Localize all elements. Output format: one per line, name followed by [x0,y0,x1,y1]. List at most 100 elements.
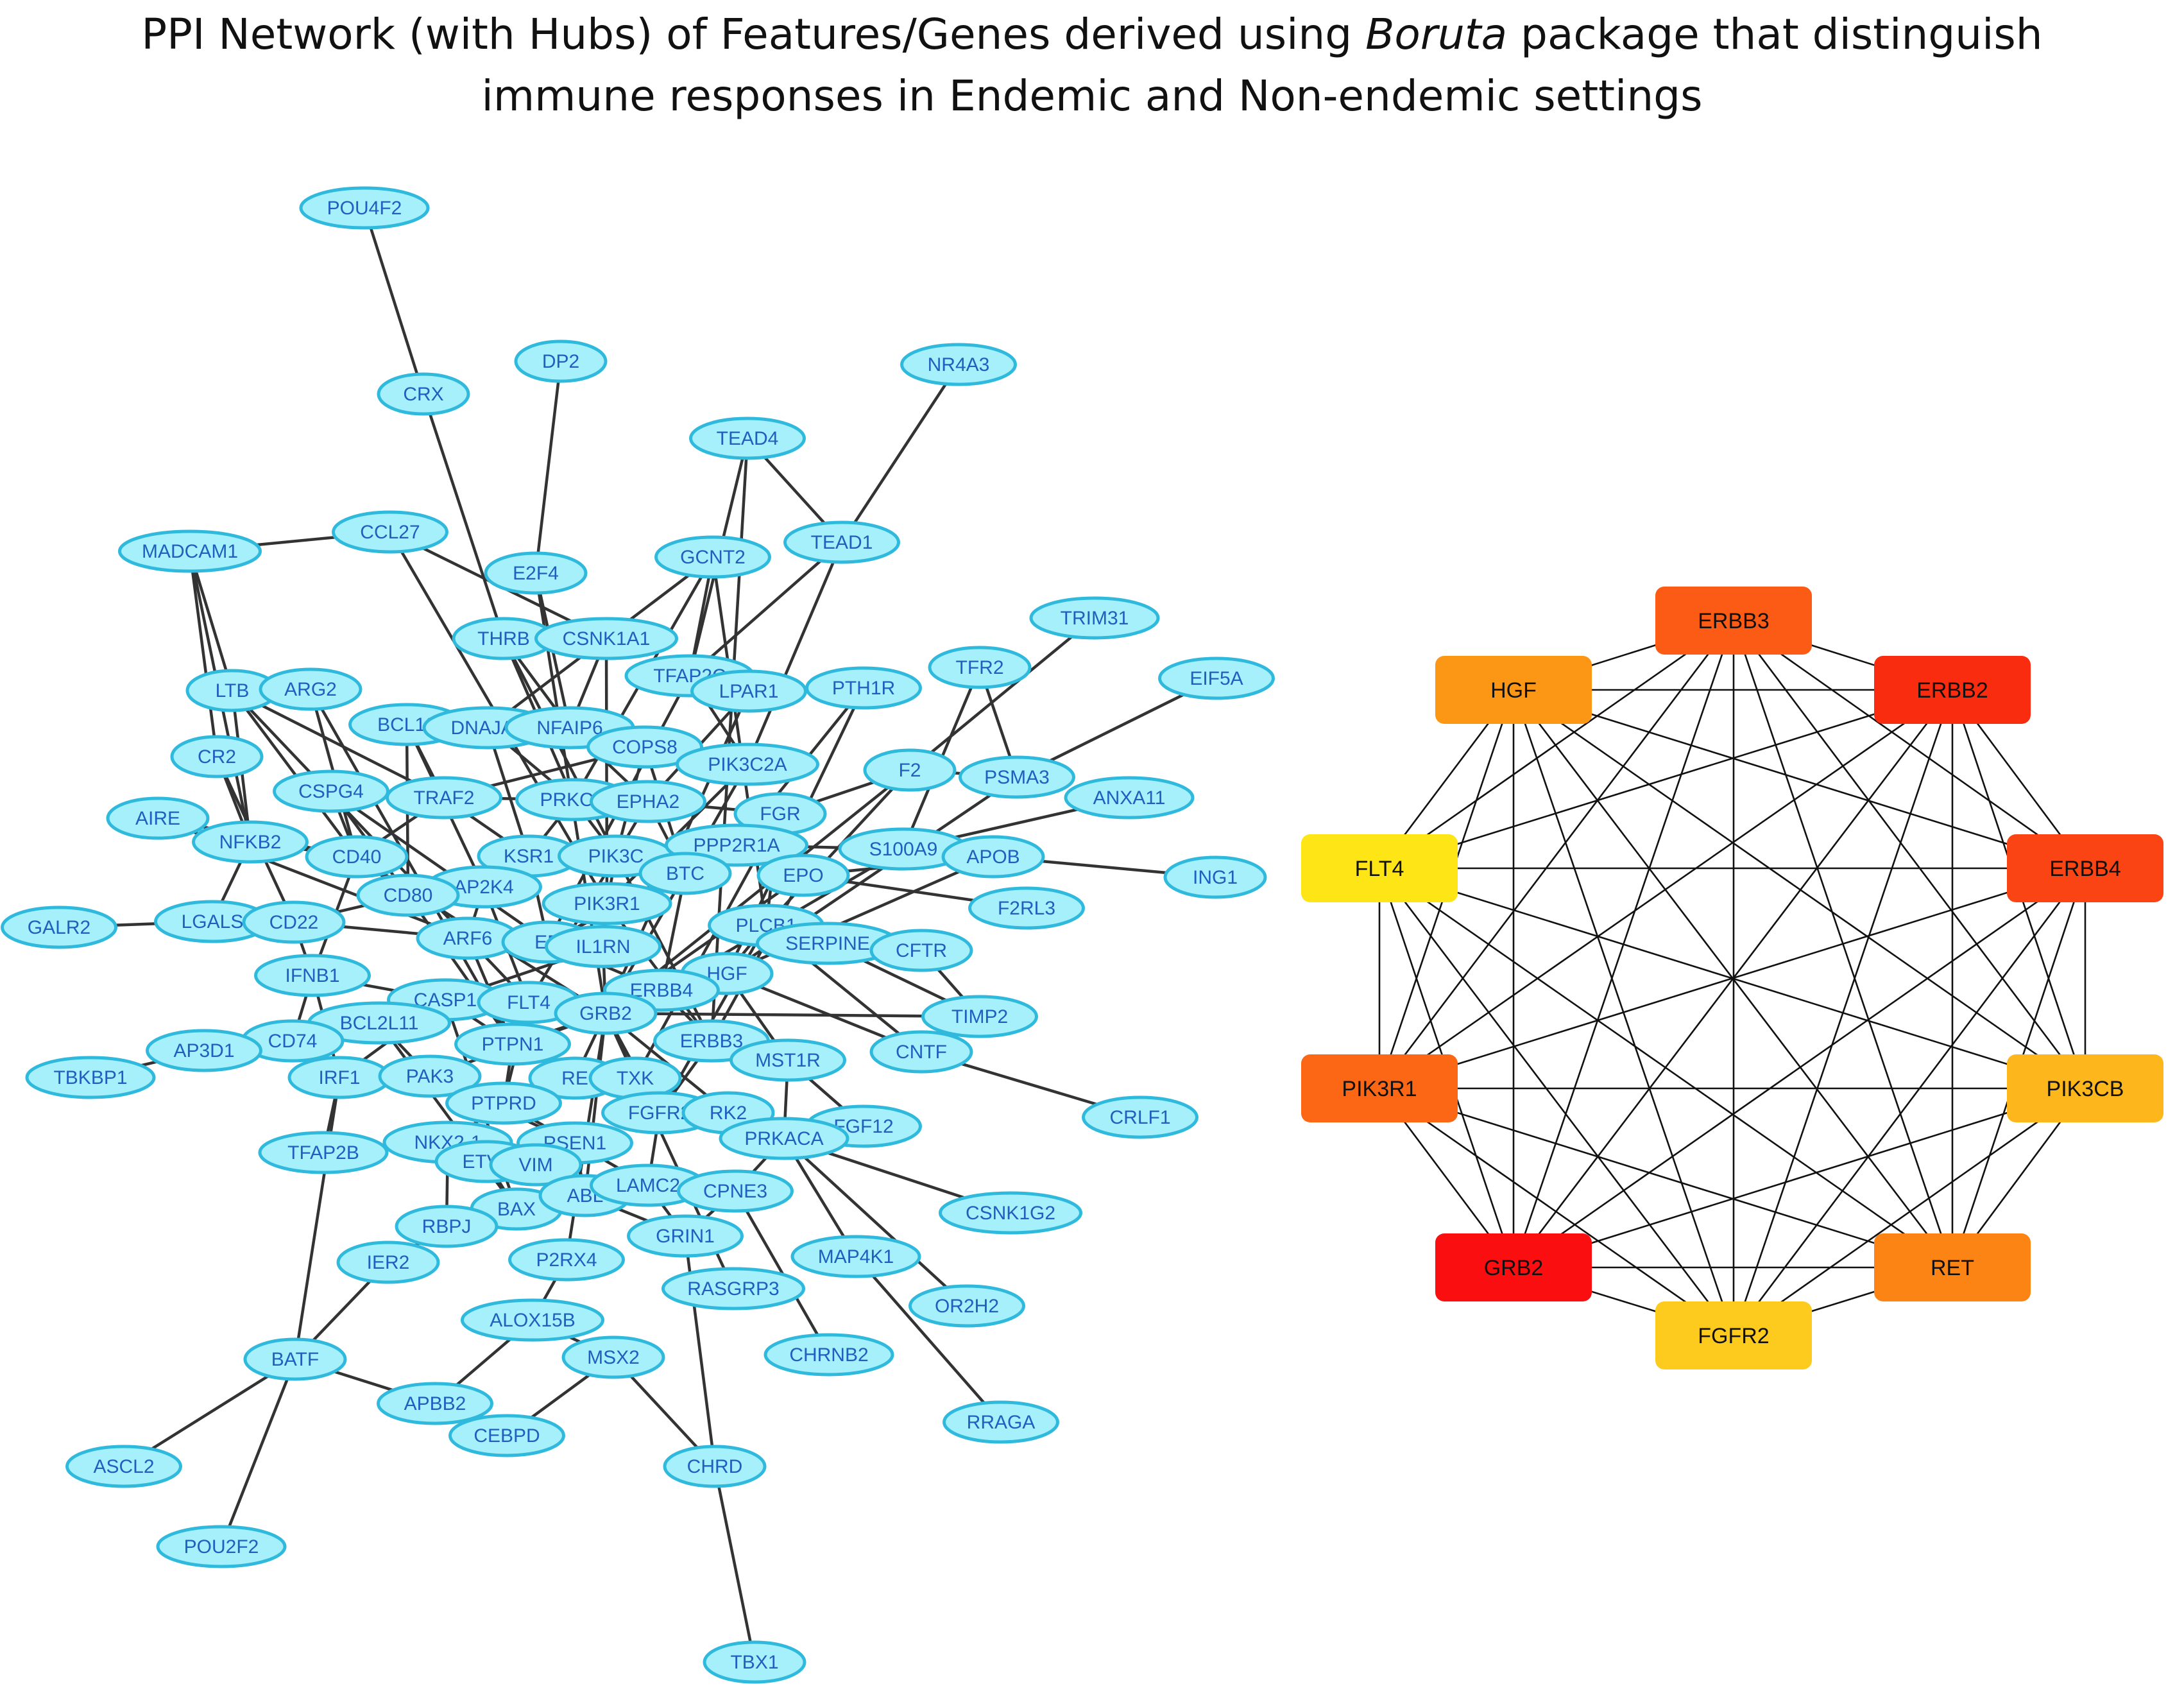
ppi-node-prkaca[interactable]: PRKACA [719,1117,849,1160]
ppi-node-arg2[interactable]: ARG2 [259,667,363,711]
ppi-node-tbkbp1[interactable]: TBKBP1 [25,1056,156,1099]
ppi-node-oval [258,1131,389,1174]
ppi-node-vim[interactable]: VIM [489,1143,583,1187]
ppi-node-txk[interactable]: TXK [588,1056,682,1100]
ppi-node-rasgrp3[interactable]: RASGRP3 [661,1267,805,1310]
ppi-node-btc[interactable]: BTC [638,852,732,895]
hub-node-label: ERBB3 [1698,609,1770,633]
ppi-node-f2rl3[interactable]: F2RL3 [968,886,1085,930]
ppi-node-nr4a3[interactable]: NR4A3 [900,343,1017,386]
ppi-node-cd40[interactable]: CD40 [305,835,409,879]
ppi-node-epha2[interactable]: EPHA2 [590,780,706,823]
ppi-node-cebpd[interactable]: CEBPD [448,1414,565,1457]
ppi-node-bcl2l11[interactable]: BCL2L11 [307,1001,451,1045]
ppi-node-cpne3[interactable]: CPNE3 [677,1169,794,1213]
ppi-node-e2f4[interactable]: E2F4 [484,551,588,595]
ppi-node-psma3[interactable]: PSMA3 [959,755,1075,799]
ppi-node-label: TBX1 [730,1652,778,1673]
ppi-node-rbpj[interactable]: RBPJ [395,1205,499,1248]
ppi-node-f2[interactable]: F2 [863,748,957,792]
ppi-node-tfap2b[interactable]: TFAP2B [258,1131,389,1174]
ppi-node-il1rn[interactable]: IL1RN [545,925,661,968]
ppi-node-aire[interactable]: AIRE [106,796,210,840]
ppi-node-oval [377,372,470,416]
ppi-node-lpar1[interactable]: LPAR1 [690,669,807,713]
ppi-node-s100a9[interactable]: S100A9 [838,827,969,871]
ppi-node-chrnb2[interactable]: CHRNB2 [764,1333,894,1377]
ppi-node-ifnb1[interactable]: IFNB1 [254,954,371,997]
ppi-node-msx2[interactable]: MSX2 [561,1335,665,1379]
ppi-node-ascl2[interactable]: ASCL2 [65,1445,182,1488]
ppi-node-lamc2[interactable]: LAMC2 [590,1163,706,1207]
ppi-node-grin1[interactable]: GRIN1 [627,1214,744,1258]
ppi-node-cops8[interactable]: COPS8 [586,725,703,769]
hub-node-erbb4[interactable]: ERBB4 [2007,834,2163,902]
ppi-node-ap3d1[interactable]: AP3D1 [146,1029,262,1072]
ppi-node-crlf1[interactable]: CRLF1 [1082,1095,1199,1139]
ppi-node-p2rx4[interactable]: P2RX4 [508,1238,625,1282]
ppi-node-cntf[interactable]: CNTF [869,1030,973,1074]
ppi-node-cd22[interactable]: CD22 [242,900,346,944]
ppi-node-apob[interactable]: APOB [941,835,1045,879]
ppi-node-dp2[interactable]: DP2 [514,339,608,383]
ppi-node-cd74[interactable]: CD74 [241,1019,345,1063]
ppi-node-tfr2[interactable]: TFR2 [928,646,1032,689]
hub-node-grb2[interactable]: GRB2 [1435,1233,1592,1301]
ppi-node-trim31[interactable]: TRIM31 [1029,596,1160,640]
ppi-node-chrd[interactable]: CHRD [663,1445,767,1488]
ppi-node-anxa11[interactable]: ANXA11 [1064,776,1195,820]
ppi-node-cftr[interactable]: CFTR [869,929,973,972]
ppi-node-tead4[interactable]: TEAD4 [689,416,806,460]
ppi-node-pth1r[interactable]: PTH1R [805,666,922,710]
ppi-node-pou4f2[interactable]: POU4F2 [299,186,430,230]
ppi-node-label: TIMP2 [951,1006,1008,1027]
ppi-node-madcam1[interactable]: MADCAM1 [118,529,262,573]
ppi-node-ing1[interactable]: ING1 [1163,855,1267,899]
ppi-node-flt4[interactable]: FLT4 [477,981,581,1024]
hub-node-fgfr2[interactable]: FGFR2 [1655,1301,1812,1369]
ppi-node-pak3[interactable]: PAK3 [378,1054,482,1098]
hub-node-ret[interactable]: RET [1874,1233,2031,1301]
ppi-node-pou2f2[interactable]: POU2F2 [156,1525,287,1568]
ppi-node-traf2[interactable]: TRAF2 [386,776,502,820]
ppi-node-crx[interactable]: CRX [377,372,470,416]
ppi-node-map4k1[interactable]: MAP4K1 [790,1235,921,1278]
ppi-node-ptpn1[interactable]: PTPN1 [454,1022,571,1066]
hub-node-flt4[interactable]: FLT4 [1301,834,1458,902]
ppi-node-csnk1a1[interactable]: CSNK1A1 [534,617,678,660]
ppi-node-cspg4[interactable]: CSPG4 [273,769,389,813]
ppi-node-batf[interactable]: BATF [243,1337,347,1381]
hub-node-hgf[interactable]: HGF [1435,656,1592,724]
ppi-node-tbx1[interactable]: TBX1 [703,1640,806,1684]
ppi-node-timp2[interactable]: TIMP2 [921,995,1038,1038]
ppi-node-galr2[interactable]: GALR2 [1,906,117,949]
ppi-node-rraga[interactable]: RRAGA [943,1400,1059,1444]
ppi-node-or2h2[interactable]: OR2H2 [909,1284,1025,1328]
ppi-node-cr2[interactable]: CR2 [170,735,264,778]
ppi-node-irf1[interactable]: IRF1 [287,1056,391,1099]
ppi-node-alox15b[interactable]: ALOX15B [461,1298,604,1342]
hub-node-erbb2[interactable]: ERBB2 [1874,656,2031,724]
hub-node-pik3cb[interactable]: PIK3CB [2007,1054,2163,1122]
ppi-node-cd80[interactable]: CD80 [356,873,460,917]
ppi-node-ptprd[interactable]: PTPRD [445,1081,562,1125]
hub-node-pik3r1[interactable]: PIK3R1 [1301,1054,1458,1122]
ppi-node-ccl27[interactable]: CCL27 [332,510,448,554]
ppi-node-serpine1[interactable]: SERPINE [756,922,900,965]
ppi-node-pik3r1[interactable]: PIK3R1 [542,882,672,925]
ppi-node-grb2[interactable]: GRB2 [554,991,658,1035]
ppi-node-eif5a[interactable]: EIF5A [1158,657,1275,700]
ppi-node-gcnt2[interactable]: GCNT2 [654,535,771,579]
ppi-edge-cspg4-erbb2 [330,790,549,943]
ppi-node-apbb2[interactable]: APBB2 [377,1382,493,1425]
ppi-node-nfkb2[interactable]: NFKB2 [192,820,309,864]
ppi-node-tead1[interactable]: TEAD1 [783,520,900,564]
hub-node-erbb3[interactable]: ERBB3 [1655,587,1812,655]
ppi-node-fgr[interactable]: FGR [733,792,827,836]
ppi-node-epo[interactable]: EPO [756,854,850,897]
ppi-node-ier2[interactable]: IER2 [336,1240,440,1284]
ppi-node-mst1r[interactable]: MST1R [729,1038,846,1082]
ppi-node-pik3c2a[interactable]: PIK3C2A [676,742,819,786]
ppi-node-csnk1g2[interactable]: CSNK1G2 [939,1191,1082,1235]
hub-node-label: FGFR2 [1698,1324,1769,1348]
